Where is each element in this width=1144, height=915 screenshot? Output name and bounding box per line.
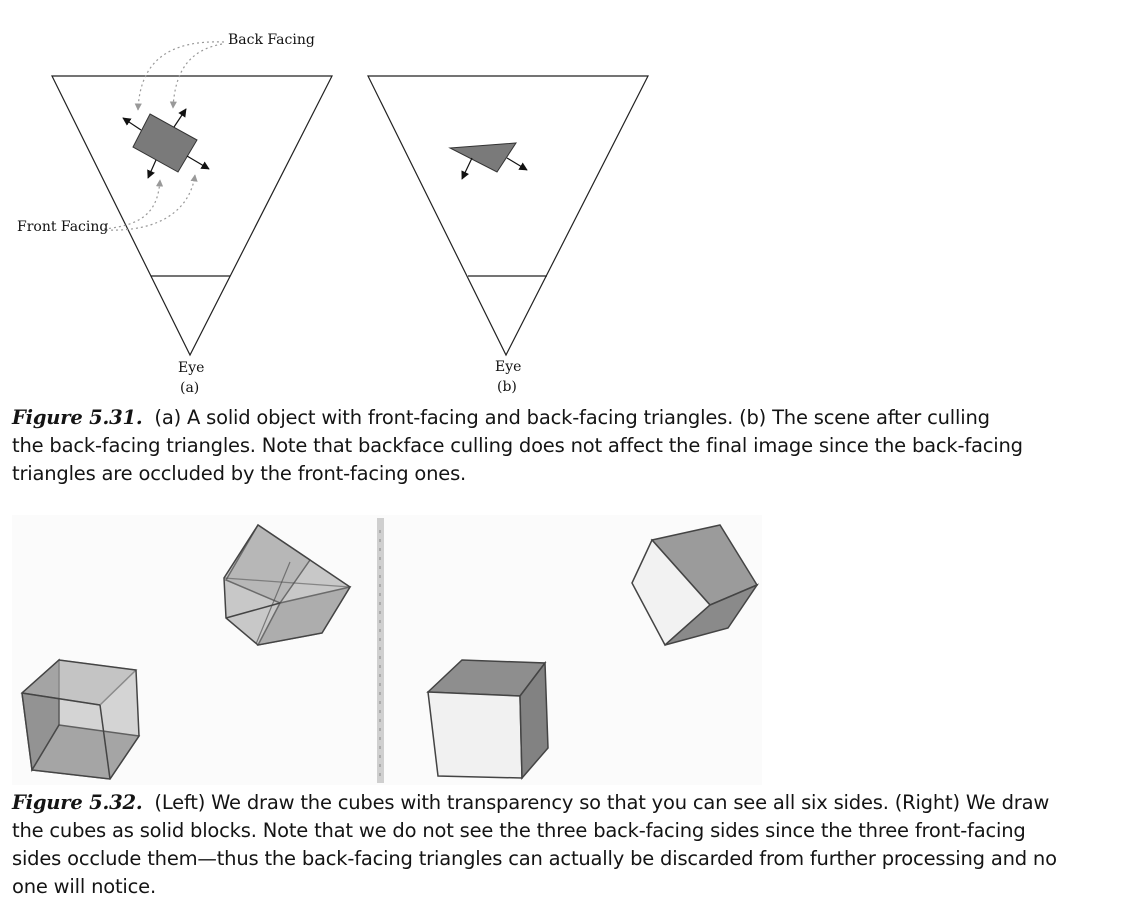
- solid-cube-bottom: [426, 659, 549, 780]
- view-frustum-b: [367, 75, 649, 357]
- front-facing-callout-left: [103, 179, 164, 230]
- eye-label-a: Eye: [178, 360, 205, 376]
- normal-top-a: [173, 108, 187, 128]
- normal-bottom-b: [461, 157, 473, 180]
- divider-bar: [377, 518, 384, 783]
- view-frustum-a: [51, 75, 333, 357]
- caption-532-line-2: the cubes as solid blocks. Note that we …: [12, 819, 1026, 842]
- caption-532-text-1: (Left) We draw the cubes with transparen…: [154, 791, 1050, 814]
- back-facing-callout-right: [169, 43, 223, 109]
- frustum-a: [51, 41, 333, 357]
- figure-5-32-label: Figure 5.32.: [12, 791, 143, 814]
- normal-bottom-a: [147, 159, 157, 179]
- caption-532-line-3: sides occlude them—thus the back-facing …: [12, 847, 1057, 870]
- panel-label-a: (a): [180, 380, 200, 396]
- culled-object-b: [448, 142, 517, 173]
- figure-5-32-caption: Figure 5.32. (Left) We draw the cubes wi…: [12, 789, 1137, 901]
- caption-line-1: Figure 5.31. (a) A solid object with fro…: [12, 404, 1132, 432]
- solid-cube-top: [631, 524, 760, 647]
- solid-object-a: [132, 113, 198, 173]
- caption-532-line-1: Figure 5.32. (Left) We draw the cubes wi…: [12, 789, 1137, 817]
- panel-label-b: (b): [497, 379, 517, 395]
- figure-5-32-cubes: [20, 518, 760, 783]
- caption-532-line-4: one will notice.: [12, 875, 156, 898]
- figure-5-31-label: Figure 5.31.: [12, 406, 143, 429]
- caption-line-2: the back-facing triangles. Note that bac…: [12, 434, 1023, 457]
- front-facing-label: Front Facing: [17, 219, 109, 235]
- figure-5-31-diagram: [51, 41, 649, 357]
- transparent-cube-bottom: [20, 658, 141, 780]
- back-facing-label: Back Facing: [228, 32, 315, 48]
- eye-label-b: Eye: [495, 359, 522, 375]
- frustum-b: [367, 75, 649, 357]
- caption-text-1: (a) A solid object with front-facing and…: [154, 406, 990, 429]
- transparent-cube-top: [223, 523, 352, 647]
- normal-right-a: [186, 155, 210, 170]
- normal-left-a: [122, 117, 142, 131]
- normal-right-b: [506, 157, 528, 171]
- back-facing-callout-left: [134, 41, 225, 111]
- front-facing-callout-right: [105, 174, 198, 231]
- figure-5-31-caption: Figure 5.31. (a) A solid object with fro…: [12, 404, 1132, 488]
- caption-line-3: triangles are occluded by the front-faci…: [12, 462, 467, 485]
